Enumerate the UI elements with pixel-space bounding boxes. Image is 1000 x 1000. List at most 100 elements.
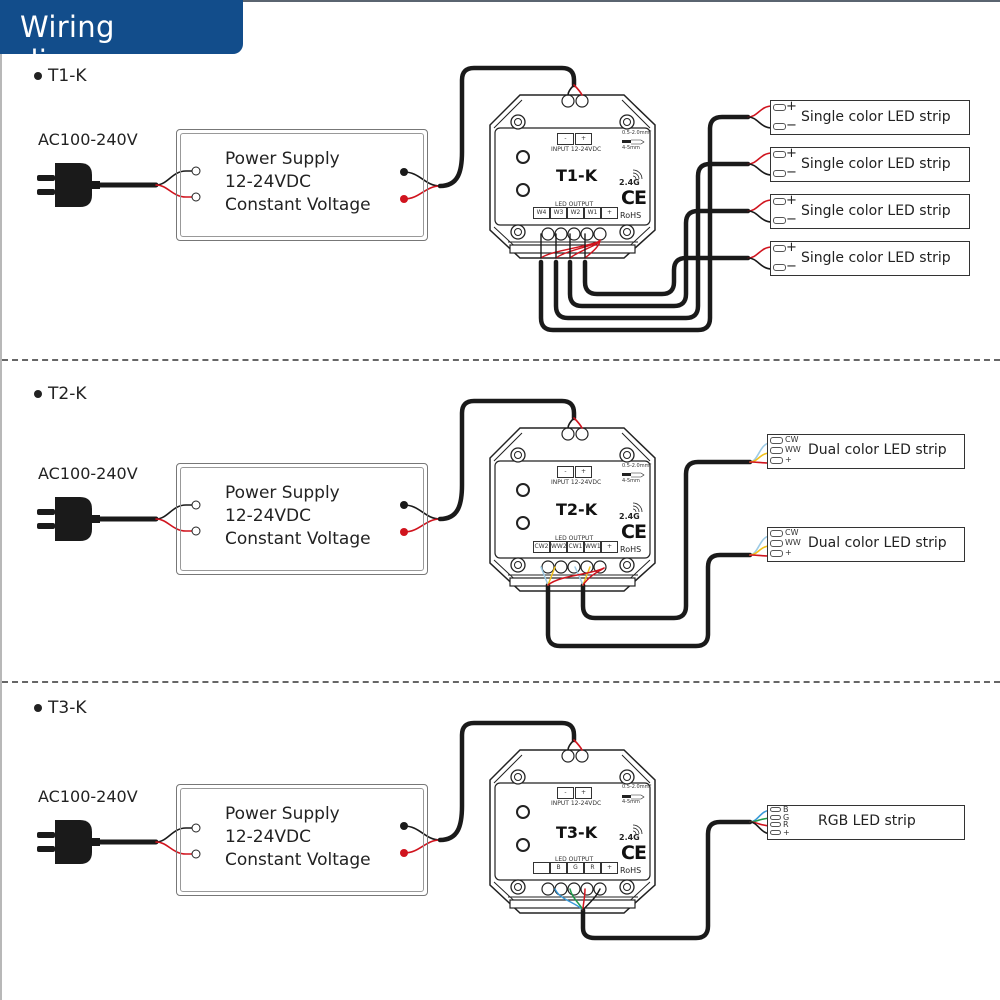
wire-spec-label: 0.5-2.0mm² [622, 463, 652, 469]
strip-terminal-label: + [786, 146, 797, 161]
controller-model: T3-K [556, 823, 598, 842]
output-terminal: + [601, 541, 618, 553]
screw-terminal-icon [191, 823, 201, 833]
plug-prong-icon [37, 846, 55, 852]
rohs-label: RoHS [620, 211, 642, 220]
mount-screw-icon [510, 447, 526, 463]
strip-terminal-label: WW [785, 445, 801, 454]
mount-screw-icon [623, 773, 631, 781]
cw-wire [540, 566, 549, 586]
wireless-icon [632, 505, 640, 513]
output-terminal: CW1 [567, 541, 584, 553]
mount-screw-icon [514, 883, 522, 891]
strip-terminal-label: − [786, 165, 797, 180]
strip-terminal-label: G [783, 812, 790, 822]
ce-mark: CE [621, 842, 647, 864]
ac-input-label: AC100-240V [38, 464, 138, 483]
rohs-label: RoHS [620, 866, 642, 875]
section-title-t3: T3-K [34, 698, 86, 718]
output-cable [538, 114, 751, 333]
dc-cable [437, 720, 577, 843]
screw-terminal-icon [191, 526, 201, 536]
led-strip-label: Dual color LED strip [808, 442, 947, 458]
led-strip-label: Single color LED strip [801, 156, 951, 172]
input-terminal-icon [575, 749, 589, 763]
wireless-icon [632, 175, 637, 180]
strip-terminal-label: CW [785, 528, 799, 537]
power-supply-text: Power Supply 12-24VDC Constant Voltage [225, 483, 371, 549]
button-icon [516, 183, 530, 197]
controller-model: T1-K [556, 166, 598, 185]
mount-screw-icon [619, 114, 635, 130]
led-strip: Single color LED strip + − [770, 147, 970, 182]
power-supply-box: Power Supply 12-24VDC Constant Voltage [176, 463, 428, 575]
section-divider [2, 681, 1000, 683]
output-terminal-icon [580, 560, 594, 574]
dc-cable [437, 398, 577, 522]
wireless-icon [632, 830, 637, 835]
screw-terminal-icon [191, 192, 201, 202]
output-terminal: CW2 [533, 541, 550, 553]
plug-prong-icon [37, 189, 55, 195]
output-terminal: B [550, 862, 567, 874]
strip-wire-black [747, 116, 773, 129]
ac-wire-red [155, 518, 197, 532]
strip-terminal-icon [770, 457, 783, 464]
strip-terminal-icon [773, 123, 786, 130]
common-wire-red [547, 567, 605, 586]
mount-screw-icon [619, 447, 635, 463]
strip-length-label: 4-5mm [622, 799, 640, 805]
rf-label: 2.4G [619, 512, 640, 521]
strip-wire-red [747, 152, 773, 165]
strip-terminal-icon [773, 104, 786, 111]
input-plus-terminal: + [575, 787, 592, 799]
controller-panel [494, 127, 651, 226]
output-terminal [533, 862, 550, 874]
screw-terminal-icon [191, 849, 201, 859]
button-icon [516, 483, 530, 497]
plug-prong-icon [37, 832, 55, 838]
dc-wire-red [403, 185, 441, 200]
strip-wire-black [747, 210, 773, 223]
wire-strip-icon [631, 472, 645, 478]
output-terminal: R [584, 862, 601, 874]
ac-wire-black [155, 504, 197, 520]
output-terminal-icon [554, 227, 568, 241]
output-cable [582, 255, 751, 297]
plug-icon [55, 163, 92, 207]
output-terminal-icon [567, 227, 581, 241]
output-rail [509, 899, 636, 909]
output-terminal: W4 [533, 207, 550, 219]
output-rail [509, 244, 636, 254]
ac-wire-red [155, 841, 197, 855]
output-terminal: + [601, 207, 618, 219]
output-terminal: W1 [584, 207, 601, 219]
wire-strip-icon [622, 473, 631, 476]
plug-icon [55, 820, 92, 864]
bullet-icon [34, 704, 42, 712]
output-cable [553, 161, 751, 321]
mount-screw-icon [510, 224, 526, 240]
led-strip: Single color LED strip+− [770, 241, 970, 276]
strip-terminal-icon [770, 822, 781, 827]
output-cable [580, 459, 753, 621]
strip-terminal-icon [770, 447, 783, 454]
button-icon [516, 805, 530, 819]
output-terminal-icon [554, 560, 568, 574]
strip-terminal-icon [773, 198, 786, 205]
strip-terminal-icon [773, 264, 786, 271]
wire-strip-icon [622, 795, 631, 798]
strip-terminal-label: B [783, 805, 789, 814]
strip-wire-red [747, 246, 773, 259]
strip-length-label: 4-5mm [622, 145, 640, 151]
mount-screw-icon [623, 561, 631, 569]
strip-terminal-icon [770, 530, 783, 537]
output-cable [567, 208, 751, 309]
wire-spec-label: 0.5-2.0mm² [622, 130, 652, 136]
output-terminal-icon [541, 882, 555, 896]
mount-screw-icon [510, 879, 526, 895]
input-label: INPUT 12-24VDC [551, 479, 602, 486]
led-output-label: LED OUTPUT [555, 856, 594, 863]
mount-screw-icon [623, 451, 631, 459]
